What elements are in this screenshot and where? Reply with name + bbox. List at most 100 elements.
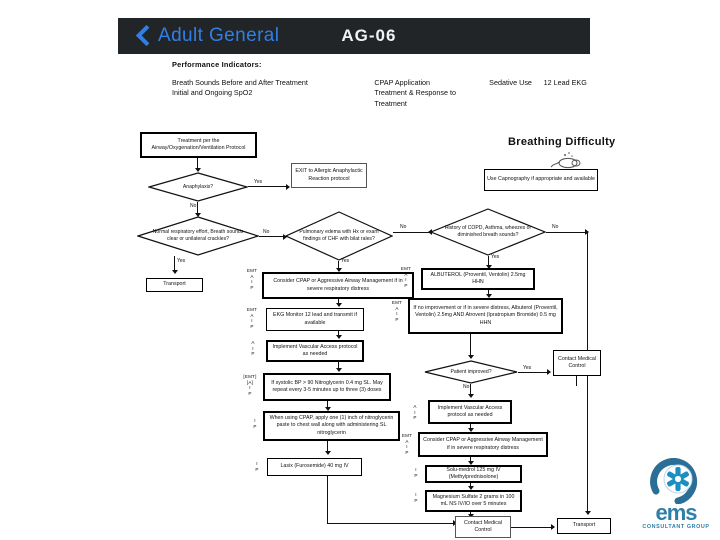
provider-level-vascular-left: A I P bbox=[251, 340, 255, 357]
decision-label: History of COPD, Asthma, wheezes or dimi… bbox=[444, 225, 532, 238]
edge-pulm-no bbox=[393, 231, 430, 233]
performance-indicator-item: Breath Sounds Before and After Treatment bbox=[172, 78, 308, 87]
edge-label-copd-yes: Yes bbox=[491, 254, 500, 260]
diamond-shape bbox=[285, 211, 393, 261]
performance-indicators: Performance Indicators: Breath Sounds Be… bbox=[172, 60, 602, 109]
edge-normal-no bbox=[259, 236, 285, 238]
provider-level-solumedrol: I P bbox=[414, 467, 418, 478]
arrow-down bbox=[171, 270, 178, 274]
edge-lasix-down bbox=[327, 476, 329, 524]
edge-lasix-to-contact-bottom bbox=[327, 522, 455, 524]
logo-wordmark: ems bbox=[655, 500, 697, 525]
performance-indicator-item: CPAP Application bbox=[374, 78, 431, 87]
edge-improved-no bbox=[470, 384, 472, 396]
performance-indicator-item: Sedative Use bbox=[489, 78, 532, 87]
edge-label-anaphylaxis-no: No bbox=[190, 203, 197, 209]
node-capnography: Use Capnography if appropriate and avail… bbox=[484, 169, 598, 191]
nebulizer-icon bbox=[550, 152, 581, 169]
chevron-left-icon[interactable] bbox=[132, 25, 154, 47]
edge-anaphylaxis-yes bbox=[248, 186, 288, 188]
decision-pulmonary-edema: Pulmonary edema with Hx or exam findings… bbox=[285, 211, 393, 261]
arrow-down bbox=[485, 294, 492, 298]
arrow-right bbox=[286, 183, 290, 190]
provider-level-no-improve: EMT A I P bbox=[391, 300, 403, 323]
node-lasix: Lasix (Furosemide) 40 mg IV bbox=[267, 458, 362, 476]
edge-label-improved-no: No bbox=[463, 384, 470, 390]
chart-title: Breathing Difficulty bbox=[508, 136, 616, 148]
provider-level-nitro-paste: I P bbox=[253, 418, 257, 429]
arrow-right bbox=[551, 524, 555, 530]
edge-copd-yes bbox=[488, 256, 490, 267]
decision-anaphylaxis: Anaphylaxis? bbox=[148, 172, 248, 202]
arrow-down bbox=[467, 355, 474, 359]
node-magnesium-sulfate: Magnesium Sulfate 2 grams in 100 mL NS I… bbox=[425, 490, 522, 512]
arrow-left bbox=[428, 229, 432, 235]
arrow-down bbox=[467, 486, 474, 490]
provider-level-lasix: I P bbox=[255, 461, 259, 472]
arrow-down bbox=[335, 335, 342, 339]
edge-anaphylaxis-no bbox=[197, 202, 199, 215]
node-transport-bottom: Transport bbox=[557, 518, 611, 534]
node-start: Treatment per the Airway/Oxygenation/Ven… bbox=[140, 132, 257, 158]
provider-level-nitro: [EMT] [A] I P bbox=[243, 374, 257, 397]
node-cpap-left: Consider CPAP or Aggressive Airway Manag… bbox=[262, 272, 414, 299]
performance-indicators-col-4: 12 Lead EKG bbox=[544, 78, 602, 109]
node-contact-right: Contact Medical Control bbox=[553, 350, 601, 376]
performance-indicators-columns: Breath Sounds Before and After Treatment… bbox=[172, 78, 602, 109]
edge-label-pulm-yes: Yes bbox=[341, 258, 350, 264]
provider-level-cpap-left: EMT A I P bbox=[246, 268, 258, 291]
edge-cpap-to-ekg bbox=[338, 299, 340, 305]
arrow-down bbox=[324, 407, 331, 411]
edge-label-normal-yes: Yes bbox=[177, 258, 186, 264]
node-nitroglycerin: If systolic BP > 90 Nitroglycerin 0.4 mg… bbox=[263, 373, 391, 401]
node-contact-bottom: Contact Medical Control bbox=[455, 516, 511, 538]
edge-cpap-right-to-solumedrol bbox=[470, 457, 472, 463]
node-solumedrol: Solu-medrol 125 mg IV (Methylprednisolon… bbox=[425, 465, 522, 483]
node-albuterol: ALBUTEROL (Proventil, Ventolin) 2.5mg HH… bbox=[421, 268, 535, 290]
edge-vascular-right-to-cpap bbox=[470, 424, 472, 430]
node-vascular-left: Implement Vascular Access protocol as ne… bbox=[266, 340, 364, 362]
arrow-down bbox=[467, 461, 474, 465]
edge-label-copd-no: No bbox=[552, 224, 559, 230]
decision-label: Anaphylaxis? bbox=[182, 183, 214, 190]
star-of-life-icon bbox=[650, 458, 698, 504]
ems-consultant-group-logo: ems CONSULTANT GROUP bbox=[636, 458, 716, 536]
performance-indicators-title: Performance Indicators: bbox=[172, 60, 262, 69]
performance-indicators-col-1: Breath Sounds Before and After Treatment… bbox=[172, 78, 374, 109]
decision-label: Pulmonary edema with Hx or exam findings… bbox=[299, 229, 379, 242]
logo-subtitle: CONSULTANT GROUP bbox=[642, 524, 710, 530]
edge-label-pulm-no: No bbox=[400, 224, 407, 230]
performance-indicator-item: Treatment & Response to Treatment bbox=[374, 88, 456, 108]
performance-indicator-item: Initial and Ongoing SpO2 bbox=[172, 88, 253, 98]
diamond-shape bbox=[148, 172, 248, 202]
node-exit-allergic: EXIT to Allergic Anaphylactic Reaction p… bbox=[291, 163, 367, 188]
edge-solumedrol-to-magnesium bbox=[470, 483, 472, 488]
node-vascular-right: Implement Vascular Access protocol as ne… bbox=[428, 400, 512, 424]
node-nitroglycerin-paste: When using CPAP, apply one (1) inch of n… bbox=[263, 411, 400, 441]
node-no-improvement: If no improvement or if in severe distre… bbox=[408, 298, 563, 334]
edge-copd-no bbox=[546, 231, 588, 233]
edge-nitro-to-paste bbox=[327, 401, 329, 409]
back-button-label[interactable]: Adult General bbox=[158, 25, 280, 46]
edge-label-improved-yes: Yes bbox=[523, 365, 532, 371]
node-transport-left: Transport bbox=[146, 278, 203, 292]
edge-label-normal-no: No bbox=[263, 229, 270, 235]
arrow-down bbox=[467, 428, 474, 432]
arrow-down bbox=[194, 213, 201, 217]
edge-albuterol-to-no-improve bbox=[488, 290, 490, 296]
edge-improved-yes bbox=[518, 371, 550, 373]
provider-level-vascular-right: A I P bbox=[413, 404, 417, 421]
diamond-shape bbox=[430, 208, 546, 256]
performance-indicators-col-2: CPAP Application Treatment & Response to… bbox=[374, 78, 489, 109]
provider-level-magnesium: I P bbox=[414, 492, 418, 503]
edge-vascular-to-nitro bbox=[338, 362, 340, 370]
arrow-down bbox=[584, 511, 591, 515]
performance-indicators-col-3: Sedative Use bbox=[489, 78, 543, 109]
edge-pulm-yes bbox=[338, 261, 340, 270]
arrow-down bbox=[467, 394, 474, 398]
decision-copd-asthma: History of COPD, Asthma, wheezes or dimi… bbox=[430, 208, 546, 256]
edge-no-improve-to-decision bbox=[470, 334, 472, 358]
edge-contact-to-transport bbox=[511, 526, 554, 528]
diamond-shape bbox=[137, 216, 259, 256]
